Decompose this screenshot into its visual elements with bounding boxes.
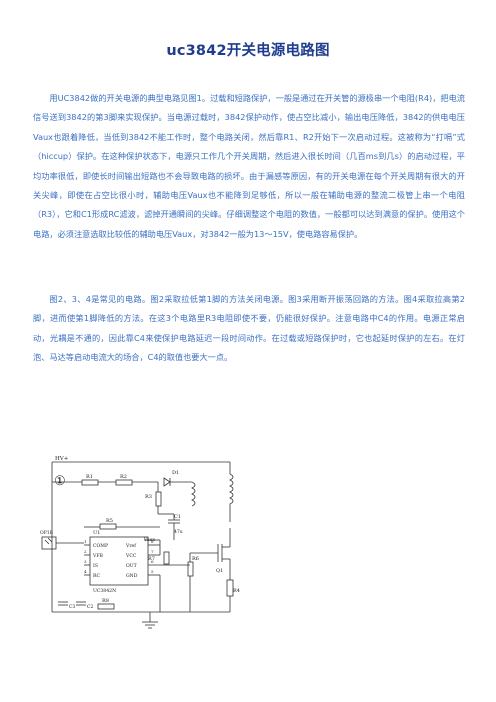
aux-winding bbox=[191, 481, 196, 507]
ic-pin2-num: 2 bbox=[84, 549, 87, 554]
ic-pin6-name: OUT bbox=[126, 563, 138, 569]
c2-label: C2 bbox=[87, 604, 94, 610]
ic-pin3-name: IS bbox=[93, 563, 98, 569]
r1-label: R1 bbox=[86, 474, 93, 480]
r2-resistor bbox=[115, 479, 133, 486]
ic-pin4-num: 4 bbox=[84, 569, 87, 574]
circuit-diagram: HV+ ① R1 R2 D1 R3 C1 47u Vaux bbox=[40, 456, 240, 629]
r7-resistor bbox=[163, 551, 170, 565]
ic-pin7-num: 7 bbox=[151, 549, 154, 554]
ic-pin1-name: COMP bbox=[93, 543, 108, 549]
r1-resistor bbox=[81, 479, 99, 486]
paragraph-2: 图2、3、4是常见的电路。图2采取拉低第1脚的方法关闭电源。图3采用断开振荡回路… bbox=[33, 294, 465, 363]
r7-label: R7 bbox=[148, 556, 155, 562]
hv-rail-label: HV+ bbox=[55, 456, 69, 462]
r8-resistor bbox=[97, 603, 115, 610]
ic-pin1-num: 1 bbox=[84, 539, 87, 544]
c1-value: 47u bbox=[174, 529, 183, 535]
r3-label: R3 bbox=[145, 494, 152, 500]
r5-label: R5 bbox=[106, 518, 113, 524]
ic-pin5-name: GND bbox=[126, 573, 138, 579]
d1-label: D1 bbox=[172, 470, 179, 476]
ic-pin6-num: 6 bbox=[151, 559, 154, 564]
r5-resistor bbox=[99, 523, 117, 530]
r6-resistor bbox=[187, 561, 194, 577]
paragraph-1: 用UC3842做的开关电源的典型电路见图1。过载和短路保护，一般是通过在开关管的… bbox=[33, 93, 465, 239]
ic-part-number: UC3842N bbox=[93, 588, 116, 594]
optocoupler-label: OP1B bbox=[40, 530, 54, 536]
ic-pin8-num: 8 bbox=[151, 539, 154, 544]
c3-label: C3 bbox=[69, 604, 76, 610]
primary-winding bbox=[229, 462, 234, 522]
r4-label: R4 bbox=[233, 588, 240, 594]
q1-label: Q1 bbox=[216, 568, 223, 574]
r3-resistor bbox=[155, 491, 162, 507]
ic-pin8-name: Vref bbox=[125, 543, 136, 549]
ic-pin3-num: 3 bbox=[84, 559, 87, 564]
ic-pin4-name: RC bbox=[93, 573, 100, 579]
c1-label: C1 bbox=[174, 514, 181, 520]
ic-ref: U1 bbox=[93, 530, 100, 536]
r2-label: R2 bbox=[120, 474, 127, 480]
ic-body bbox=[89, 536, 149, 586]
d1-diode bbox=[163, 477, 171, 487]
document-title: uc3842开关电源电路图 bbox=[166, 43, 330, 59]
figure-number: ① bbox=[54, 474, 66, 489]
ic-pin2-name: VFB bbox=[92, 553, 104, 559]
ic-pin5-num: 5 bbox=[151, 569, 154, 574]
r6-label: R6 bbox=[192, 556, 199, 562]
ic-pin7-name: VCC bbox=[125, 553, 137, 559]
r8-label: R8 bbox=[102, 598, 109, 604]
